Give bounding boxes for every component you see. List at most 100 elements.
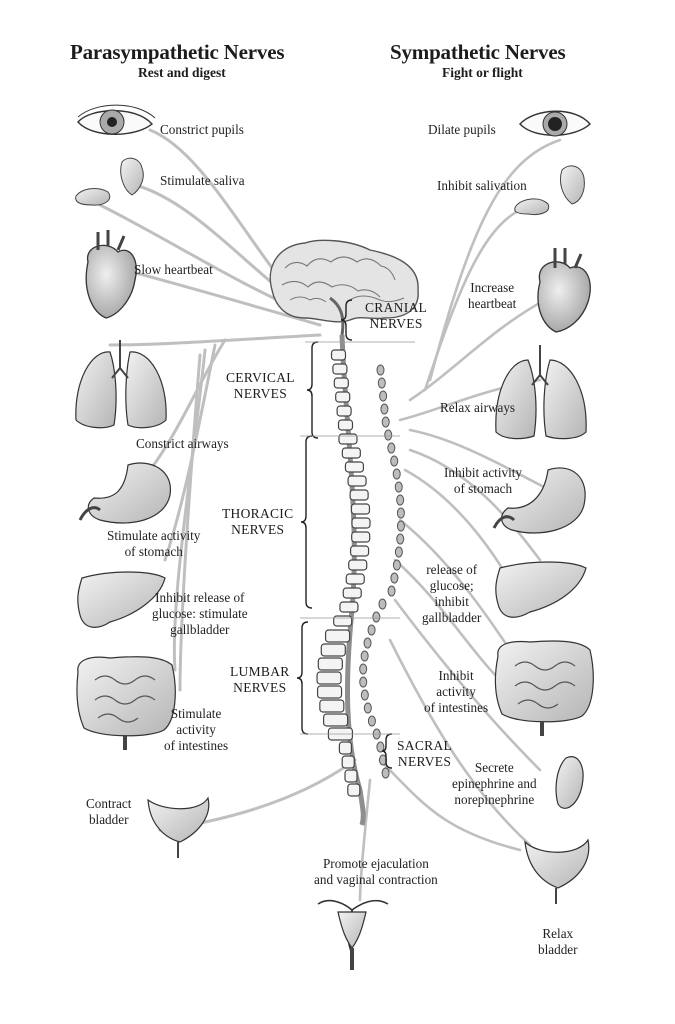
sympathetic-ganglion <box>396 520 405 532</box>
vertebra <box>316 671 342 685</box>
vertebra <box>337 419 354 431</box>
vertebra <box>338 433 358 445</box>
sympathetic-ganglion <box>390 455 399 467</box>
spinal-cord-icon <box>316 334 405 826</box>
cranial-bracket <box>340 299 353 341</box>
sympathetic-ganglion <box>387 442 396 454</box>
sympathetic-ganglion <box>394 481 403 493</box>
vertebra <box>347 783 361 797</box>
symp-intestines-line-1: Inhibit <box>438 668 474 683</box>
symp-eye-label: Dilate pupils <box>428 122 496 137</box>
vertebra <box>339 601 359 613</box>
cranial-nerves-label: CRANIAL NERVES <box>365 300 427 332</box>
eye-icon <box>77 104 156 135</box>
stomach-icon <box>492 467 586 534</box>
sympathetic-ganglion <box>359 676 368 688</box>
sympathetic-ganglion <box>360 689 369 701</box>
cranial-line-2: NERVES <box>369 316 423 331</box>
vertebra <box>344 769 358 783</box>
para-bladder-label: Contract bladder <box>86 796 131 828</box>
sympathetic-ganglion <box>380 403 389 415</box>
reproductive-line-2: and vaginal contraction <box>314 872 438 887</box>
para-liver-label: Inhibit release of glucose: stimulate ga… <box>152 590 248 638</box>
lumbar-nerves-label: LUMBAR NERVES <box>230 664 290 696</box>
heart-icon <box>537 248 591 333</box>
vertebra <box>322 713 349 727</box>
nerve-group-brackets <box>296 299 415 769</box>
sympathetic-ganglion <box>372 611 381 623</box>
sympathetic-ganglion <box>381 416 390 428</box>
cervical-line-1: CERVICAL <box>226 370 295 385</box>
symp-adrenal-line-1: Secrete <box>474 760 514 775</box>
para-intestines-line-2: activity <box>176 722 216 737</box>
lungs-icon <box>75 340 167 429</box>
uterus-icon <box>317 899 389 970</box>
para-liver-line-2: glucose: stimulate <box>152 606 248 621</box>
symp-liver-line-4: gallbladder <box>422 610 482 625</box>
sympathetic-ganglion <box>390 572 399 584</box>
salivary-gland-icon <box>514 165 585 215</box>
vertebra <box>333 615 353 627</box>
symp-liver-line-2: glucose; <box>429 578 474 593</box>
thoracic-line-2: NERVES <box>231 522 285 537</box>
symp-intestines-line-2: activity <box>436 684 476 699</box>
vertebra <box>341 755 355 769</box>
sympathetic-ganglion <box>359 663 368 675</box>
vertebra <box>349 489 369 501</box>
symp-intestines-label: Inhibit activity of intestines <box>424 668 488 716</box>
vertebra <box>344 461 365 473</box>
heart-icon <box>85 230 137 319</box>
vertebra <box>341 447 361 459</box>
liver-icon <box>495 561 587 618</box>
vertebra <box>342 587 362 599</box>
sympathetic-ganglion <box>367 715 376 727</box>
sacral-nerves-label: SACRAL NERVES <box>397 738 452 770</box>
para-lungs-label: Constrict airways <box>136 436 229 451</box>
sympathetic-ganglion <box>376 741 385 753</box>
sympathetic-ganglion <box>381 767 390 779</box>
vertebra <box>335 391 351 403</box>
symp-heart-line-1: Increase <box>470 280 515 295</box>
para-stomach-line-2: of stomach <box>124 544 183 559</box>
eye-icon <box>519 110 591 137</box>
symp-lungs-label: Relax airways <box>440 400 516 415</box>
parasympathetic-nerve-fibres <box>98 128 357 832</box>
sacral-line-2: NERVES <box>397 754 452 769</box>
para-stomach-label: Stimulate activity of stomach <box>107 528 200 560</box>
vertebra <box>319 699 345 713</box>
bladder-icon <box>524 838 590 904</box>
sympathetic-ganglion <box>363 702 372 714</box>
para-bladder-line-2: bladder <box>88 812 129 827</box>
vertebra <box>351 517 371 529</box>
stomach-icon <box>78 462 171 524</box>
symp-adrenal-line-3: norepinephrine <box>454 792 535 807</box>
symp-intestines-line-3: of intestines <box>424 700 489 715</box>
sympathetic-ganglion <box>377 377 386 389</box>
vertebra <box>347 475 367 487</box>
sympathetic-nerve-fibres <box>358 138 562 902</box>
sacral-line-1: SACRAL <box>397 738 453 753</box>
cervical-nerves-label: CERVICAL NERVES <box>226 370 295 402</box>
vertebra <box>330 349 347 361</box>
sympathetic-ganglion <box>396 494 405 506</box>
symp-stomach-label: Inhibit activity of stomach <box>444 465 522 497</box>
symp-heart-line-2: heartbeat <box>468 296 517 311</box>
symp-bladder-label: Relax bladder <box>538 926 578 958</box>
cervical-bracket <box>306 341 319 439</box>
para-saliva-label: Stimulate saliva <box>160 173 245 188</box>
lumbar-bracket <box>296 621 309 735</box>
sympathetic-ganglion <box>396 507 405 519</box>
para-heart-label: Slow heartbeat <box>134 262 213 277</box>
sympathetic-ganglion <box>392 468 401 480</box>
para-liver-line-3: gallbladder <box>170 622 230 637</box>
sacral-bracket <box>381 733 393 769</box>
reproductive-line-1: Promote ejaculation <box>322 856 429 871</box>
vertebra <box>349 545 370 557</box>
symp-stomach-line-1: Inhibit activity <box>444 465 523 480</box>
symp-adrenal-line-2: epinephrine and <box>452 776 537 791</box>
para-liver-line-1: Inhibit release of <box>155 590 245 605</box>
sympathetic-ganglion <box>384 429 393 441</box>
sympathetic-ganglion <box>360 650 369 662</box>
sympathetic-ganglion <box>376 364 385 376</box>
vertebra <box>316 685 343 699</box>
